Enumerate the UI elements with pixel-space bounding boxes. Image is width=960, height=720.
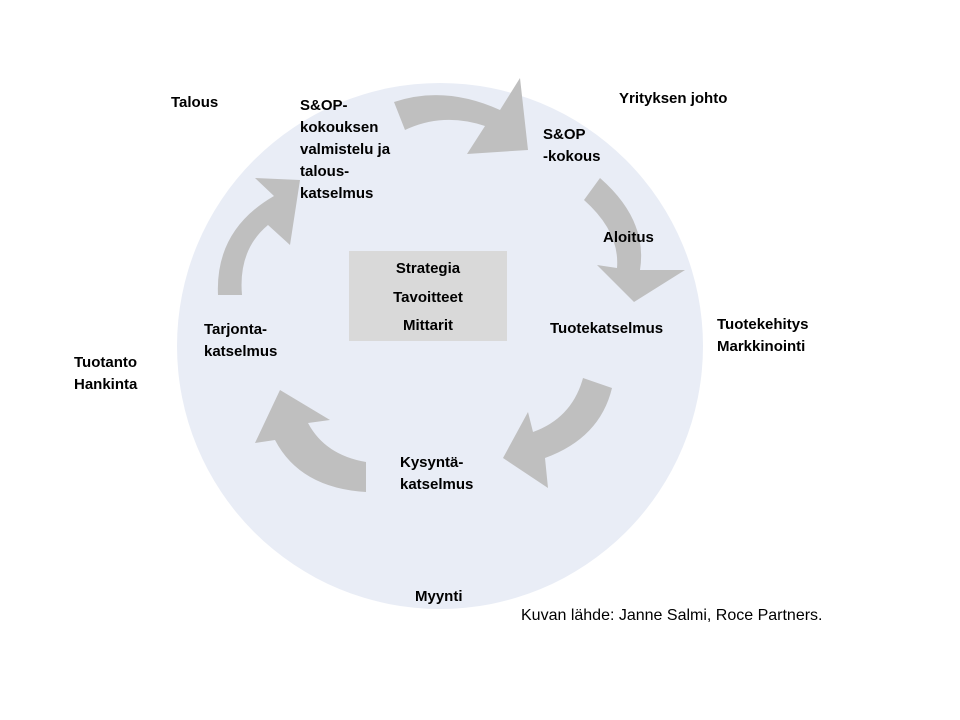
- arrow-supply-to-prep: [217, 178, 300, 295]
- center-goals: Tavoitteet: [393, 289, 463, 306]
- stage-start: Aloitus: [603, 229, 654, 246]
- function-product-development-marketing: Tuotekehitys Markkinointi: [717, 316, 809, 355]
- center-metrics: Mittarit: [403, 317, 453, 334]
- arrow-product-to-demand: [503, 378, 612, 488]
- center-box: Strategia Tavoitteet Mittarit: [349, 251, 507, 341]
- arrow-meeting-to-product: [584, 178, 685, 302]
- function-management: Yrityksen johto: [619, 90, 728, 107]
- stage-product-review: Tuotekatselmus: [550, 320, 664, 337]
- stage-sop-preparation: S&OP- kokouksen valmistelu ja talous- ka…: [300, 97, 391, 202]
- stage-sop-meeting: S&OP -kokous: [543, 126, 601, 165]
- background-circle: [177, 83, 703, 609]
- arrow-prep-to-meeting: [394, 78, 528, 154]
- function-sales: Myynti: [415, 588, 463, 605]
- image-source-note: Kuvan lähde: Janne Salmi, Roce Partners.: [521, 607, 823, 624]
- stage-supply-review: Tarjonta- katselmus: [204, 321, 278, 360]
- function-production-procurement: Tuotanto Hankinta: [74, 354, 138, 393]
- function-finance: Talous: [171, 94, 219, 111]
- center-strategy: Strategia: [395, 260, 461, 277]
- arrow-demand-to-supply: [255, 390, 366, 492]
- stage-demand-review: Kysyntä- katselmus: [400, 454, 474, 493]
